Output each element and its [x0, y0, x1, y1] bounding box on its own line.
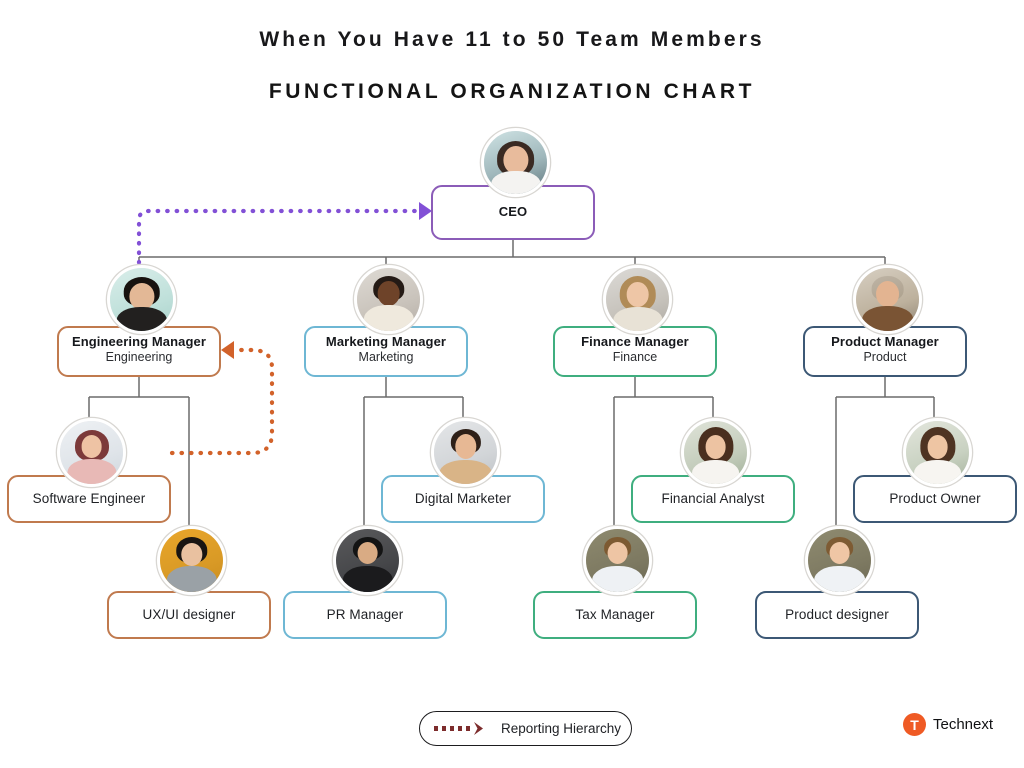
node-product-owner-title: Product Owner	[889, 490, 981, 506]
avatar-pr-manager	[333, 526, 402, 595]
avatar-marketing-manager	[354, 265, 423, 334]
node-finance-manager-box[interactable]: Finance Manager Finance	[553, 326, 717, 377]
node-product-manager-title: Product Manager	[831, 334, 939, 350]
node-financial-analyst[interactable]: Financial Analyst	[631, 418, 795, 523]
page-title: FUNCTIONAL ORGANIZATION CHART	[268, 80, 756, 103]
portrait-marketing-manager	[357, 268, 420, 331]
node-tax-manager[interactable]: Tax Manager	[533, 526, 697, 639]
node-product-designer-box[interactable]: Product designer	[755, 591, 919, 639]
node-digital-marketer-title: Digital Marketer	[414, 490, 512, 506]
node-software-engineer[interactable]: Software Engineer	[7, 418, 171, 523]
node-tax-manager-title: Tax Manager	[575, 606, 655, 622]
portrait-ux-ui-designer	[160, 529, 223, 592]
portrait-pr-manager	[336, 529, 399, 592]
brand-name: Technext	[933, 716, 994, 733]
node-pr-manager-box[interactable]: PR Manager	[283, 591, 447, 639]
node-product-owner[interactable]: Product Owner	[853, 418, 1017, 523]
chart-headings: When You Have 11 to 50 Team Members FUNC…	[0, 0, 1024, 104]
portrait-engineering-manager	[110, 268, 173, 331]
node-software-engineer-title: Software Engineer	[32, 490, 146, 506]
portrait-financial-analyst	[684, 421, 747, 484]
node-marketing-manager-subtitle: Marketing	[358, 350, 414, 365]
avatar-ux-ui-designer	[157, 526, 226, 595]
legend-label: Reporting Hierarchy	[501, 721, 622, 736]
avatar-engineering-manager	[107, 265, 176, 334]
portrait-product-owner	[906, 421, 969, 484]
avatar-product-designer	[805, 526, 874, 595]
node-engineering-manager[interactable]: Engineering Manager Engineering	[57, 265, 221, 377]
avatar-product-manager	[853, 265, 922, 334]
avatar-tax-manager	[583, 526, 652, 595]
technext-logo-icon: T	[903, 713, 926, 736]
node-tax-manager-box[interactable]: Tax Manager	[533, 591, 697, 639]
portrait-digital-marketer	[434, 421, 497, 484]
legend: Reporting Hierarchy	[419, 711, 632, 746]
avatar-product-owner	[903, 418, 972, 487]
dotted-arrow-icon	[434, 721, 483, 735]
portrait-finance-manager	[606, 268, 669, 331]
avatar-ceo	[481, 128, 550, 197]
node-ceo[interactable]: CEO	[431, 128, 595, 240]
node-engineering-manager-subtitle: Engineering	[105, 350, 173, 365]
node-finance-manager[interactable]: Finance Manager Finance	[553, 265, 717, 377]
node-product-manager-subtitle: Product	[863, 350, 907, 365]
node-ux-ui-designer-title: UX/UI designer	[142, 606, 236, 622]
portrait-product-designer	[808, 529, 871, 592]
node-product-designer[interactable]: Product designer	[755, 526, 919, 639]
node-ceo-title: CEO	[498, 204, 528, 220]
node-digital-marketer[interactable]: Digital Marketer	[381, 418, 545, 523]
avatar-finance-manager	[603, 265, 672, 334]
page-subtitle: When You Have 11 to 50 Team Members	[259, 28, 765, 51]
node-marketing-manager-box[interactable]: Marketing Manager Marketing	[304, 326, 468, 377]
node-finance-manager-subtitle: Finance	[612, 350, 658, 365]
avatar-financial-analyst	[681, 418, 750, 487]
node-pr-manager[interactable]: PR Manager	[283, 526, 447, 639]
avatar-digital-marketer	[431, 418, 500, 487]
node-pr-manager-title: PR Manager	[326, 606, 404, 622]
portrait-ceo	[484, 131, 547, 194]
node-financial-analyst-title: Financial Analyst	[661, 490, 765, 506]
portrait-software-engineer	[60, 421, 123, 484]
node-ux-ui-designer-box[interactable]: UX/UI designer	[107, 591, 271, 639]
node-product-manager[interactable]: Product Manager Product	[803, 265, 967, 377]
reporting-arrow-purple	[136, 202, 432, 275]
node-finance-manager-title: Finance Manager	[581, 334, 689, 350]
avatar-software-engineer	[57, 418, 126, 487]
node-engineering-manager-title: Engineering Manager	[71, 334, 207, 350]
node-ux-ui-designer[interactable]: UX/UI designer	[107, 526, 271, 639]
portrait-tax-manager	[586, 529, 649, 592]
node-product-designer-title: Product designer	[785, 606, 889, 622]
node-marketing-manager[interactable]: Marketing Manager Marketing	[304, 265, 468, 377]
brand: T Technext	[903, 713, 993, 736]
portrait-product-manager	[856, 268, 919, 331]
node-marketing-manager-title: Marketing Manager	[325, 334, 447, 350]
